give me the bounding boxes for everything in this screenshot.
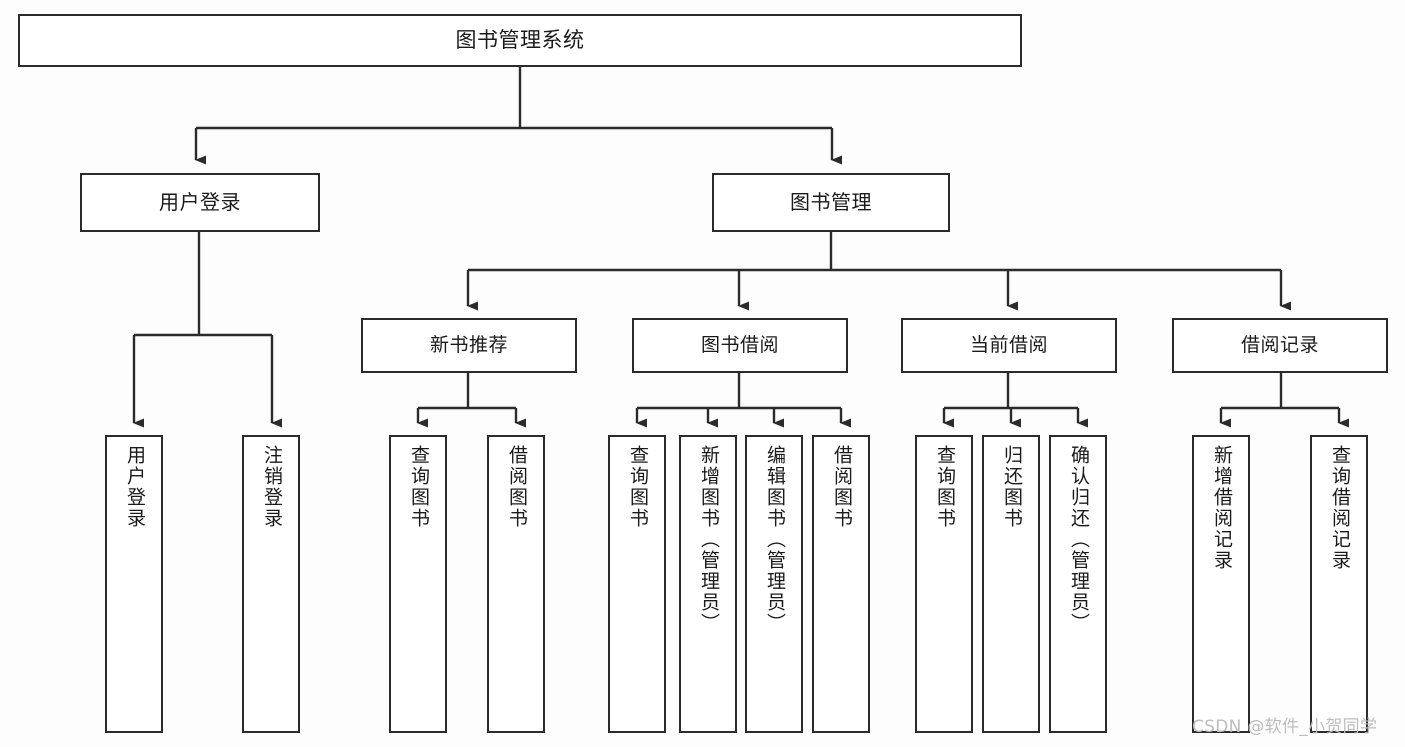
node-leaf-return-book[interactable]: 归还图书 xyxy=(982,435,1040,733)
node-book-borrow[interactable]: 图书借阅 xyxy=(632,318,848,373)
node-current-borrow[interactable]: 当前借阅 xyxy=(901,318,1117,373)
node-leaf-query-book-1-label: 查询图书 xyxy=(407,445,430,529)
node-leaf-add-borrow-record[interactable]: 新增借阅记录 xyxy=(1192,435,1250,733)
node-leaf-query-book-3-label: 查询图书 xyxy=(933,445,956,529)
node-current-borrow-label: 当前借阅 xyxy=(969,334,1048,357)
node-root[interactable]: 图书管理系统 xyxy=(18,14,1022,67)
node-book-management-label: 图书管理 xyxy=(790,189,872,214)
node-user-login[interactable]: 用户登录 xyxy=(80,173,320,232)
node-new-book-recommend[interactable]: 新书推荐 xyxy=(361,318,577,373)
node-leaf-logout-label: 注销登录 xyxy=(260,445,283,529)
node-leaf-borrow-book-1[interactable]: 借阅图书 xyxy=(487,435,545,733)
node-leaf-edit-book-admin-label: 编辑图书（管理员） xyxy=(763,445,786,634)
node-leaf-confirm-return-admin-label: 确认归还（管理员） xyxy=(1067,445,1090,634)
node-leaf-edit-book-admin[interactable]: 编辑图书（管理员） xyxy=(745,435,803,733)
node-leaf-confirm-return-admin[interactable]: 确认归还（管理员） xyxy=(1049,435,1107,733)
node-borrow-record-label: 借阅记录 xyxy=(1240,334,1319,357)
node-leaf-borrow-book-2-label: 借阅图书 xyxy=(830,445,853,529)
node-leaf-query-book-2-label: 查询图书 xyxy=(626,445,649,529)
node-book-management[interactable]: 图书管理 xyxy=(712,173,950,232)
node-leaf-user-login-label: 用户登录 xyxy=(123,445,146,529)
node-leaf-return-book-label: 归还图书 xyxy=(1000,445,1023,529)
node-user-login-label: 用户登录 xyxy=(159,189,241,214)
node-leaf-query-book-2[interactable]: 查询图书 xyxy=(608,435,666,733)
node-book-borrow-label: 图书借阅 xyxy=(700,334,779,357)
node-leaf-query-book-3[interactable]: 查询图书 xyxy=(915,435,973,733)
node-leaf-logout[interactable]: 注销登录 xyxy=(242,435,300,733)
node-root-label: 图书管理系统 xyxy=(455,28,585,53)
node-leaf-query-borrow-record[interactable]: 查询借阅记录 xyxy=(1310,435,1368,733)
node-leaf-query-book-1[interactable]: 查询图书 xyxy=(389,435,447,733)
node-leaf-user-login[interactable]: 用户登录 xyxy=(105,435,163,733)
watermark: CSDN @软件_小贺同学 xyxy=(1192,717,1378,737)
node-leaf-add-borrow-record-label: 新增借阅记录 xyxy=(1210,445,1233,571)
node-leaf-query-borrow-record-label: 查询借阅记录 xyxy=(1328,445,1351,571)
node-borrow-record[interactable]: 借阅记录 xyxy=(1172,318,1388,373)
node-leaf-add-book-admin-label: 新增图书（管理员） xyxy=(697,445,720,634)
node-leaf-borrow-book-1-label: 借阅图书 xyxy=(505,445,528,529)
node-leaf-borrow-book-2[interactable]: 借阅图书 xyxy=(812,435,870,733)
node-new-book-recommend-label: 新书推荐 xyxy=(429,334,508,357)
node-leaf-add-book-admin[interactable]: 新增图书（管理员） xyxy=(679,435,737,733)
